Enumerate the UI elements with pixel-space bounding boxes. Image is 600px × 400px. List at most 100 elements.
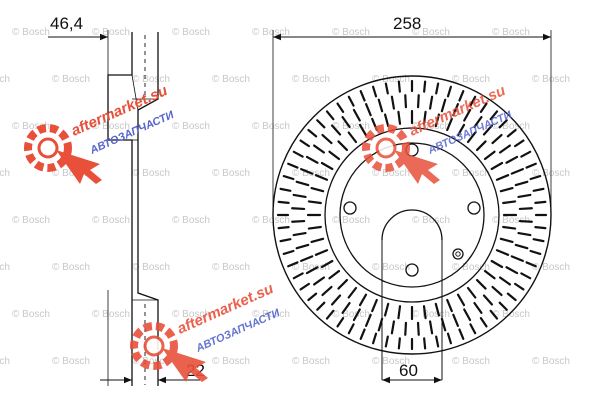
vent-hole [300, 167, 314, 175]
vent-hole [514, 243, 529, 250]
vent-hole [525, 162, 537, 169]
watermark-text: © Bosch [372, 74, 410, 85]
vent-hole [525, 261, 537, 268]
vent-hole [307, 225, 322, 230]
vent-hole [347, 286, 358, 299]
vent-hole [291, 207, 306, 211]
vent-hole [320, 161, 334, 171]
vent-hole [498, 119, 508, 129]
vent-hole [489, 309, 499, 320]
locator-hole [452, 248, 464, 260]
vent-hole [292, 272, 304, 280]
vent-hole [314, 174, 329, 181]
dim-hub-height: 46,4 [50, 14, 83, 33]
vent-hole [434, 113, 441, 128]
vent-hole [321, 133, 333, 145]
watermark-text: © Bosch [492, 309, 530, 320]
gear-with-arrow-icon [24, 124, 102, 184]
vent-hole [483, 269, 496, 280]
vent-hole [452, 313, 460, 327]
vent-hole [490, 161, 504, 171]
watermark-text: © Bosch [252, 121, 290, 132]
bolt-hole [343, 201, 357, 215]
vent-hole [456, 123, 466, 137]
vent-hole [314, 249, 329, 256]
vent-hole [325, 309, 335, 320]
watermark-text: © Bosch [52, 168, 90, 179]
vent-hole [377, 98, 384, 113]
vent-hole [482, 124, 494, 136]
watermark-text: © Bosch [172, 215, 210, 226]
watermark-text: © Bosch [412, 121, 450, 132]
watermark-text: © Bosch [52, 262, 90, 273]
watermark-text: © Bosch [12, 121, 50, 132]
watermark-text: © Bosch [172, 121, 210, 132]
watermark-text: © Bosch [412, 27, 450, 38]
vent-hole [446, 85, 452, 98]
vent-hole [505, 155, 519, 164]
watermark-text: © Bosch [0, 356, 10, 367]
vent-hole [291, 219, 306, 223]
vent-hole [498, 276, 511, 286]
disc-side-profile [107, 30, 159, 386]
vent-hole [316, 301, 326, 311]
vent-hole [495, 174, 510, 181]
vent-hole [292, 231, 307, 237]
vent-hole [499, 237, 514, 244]
vent-hole [510, 167, 524, 175]
vent-hole [428, 95, 434, 110]
vent-hole [347, 95, 355, 107]
vent-hole [390, 95, 396, 110]
vent-hole [364, 103, 372, 117]
vent-hole [295, 180, 310, 187]
watermark-text: © Bosch [0, 168, 10, 179]
watermark-text: © Bosch [372, 262, 410, 273]
vent-hole [506, 128, 517, 138]
vent-hole [397, 80, 401, 93]
vent-hole [328, 150, 341, 161]
vent-hole [469, 323, 477, 335]
watermark-text: © Bosch [452, 356, 490, 367]
vent-hole [510, 255, 524, 263]
vent-hole [295, 243, 310, 250]
watermark-text: © Bosch [252, 27, 290, 38]
vent-hole [358, 293, 368, 307]
vent-hole [475, 140, 487, 152]
vent-hole [456, 293, 466, 307]
vent-hole [483, 150, 496, 161]
brand-logo-bottom: aftermarket.su АВТОЗАПЧАСТИ [130, 280, 283, 382]
watermark-text: © Bosch [332, 27, 370, 38]
vent-hole [292, 193, 307, 199]
vent-hole [341, 301, 351, 314]
watermark-text: © Bosch [492, 27, 530, 38]
vent-hole [397, 110, 402, 125]
vent-hole [337, 140, 349, 152]
vent-hole [446, 332, 452, 345]
watermark-text: © Bosch [332, 215, 370, 226]
vent-hole [287, 261, 299, 268]
vent-hole [330, 294, 342, 306]
vent-hole [532, 187, 545, 192]
gear-with-arrow-icon [362, 124, 440, 184]
vent-hole [422, 305, 427, 320]
vent-hole [336, 102, 345, 114]
watermark-text: © Bosch [0, 262, 10, 273]
watermark-text: © Bosch [332, 309, 370, 320]
watermark-text: © Bosch [172, 27, 210, 38]
vent-hole [299, 139, 310, 148]
vent-hole [279, 187, 292, 192]
watermark-text: © Bosch [332, 121, 370, 132]
watermark-text: © Bosch [292, 356, 330, 367]
vent-hole [499, 186, 514, 193]
vent-hole [440, 98, 447, 113]
vent-hole [434, 302, 441, 317]
vent-hole [307, 128, 318, 138]
vent-hole [371, 298, 378, 313]
watermark-text: © Bosch [92, 215, 130, 226]
vent-hole [307, 200, 322, 205]
vent-hole [347, 323, 355, 335]
watermark-text: © Bosch [132, 74, 170, 85]
vent-hole [532, 238, 545, 243]
